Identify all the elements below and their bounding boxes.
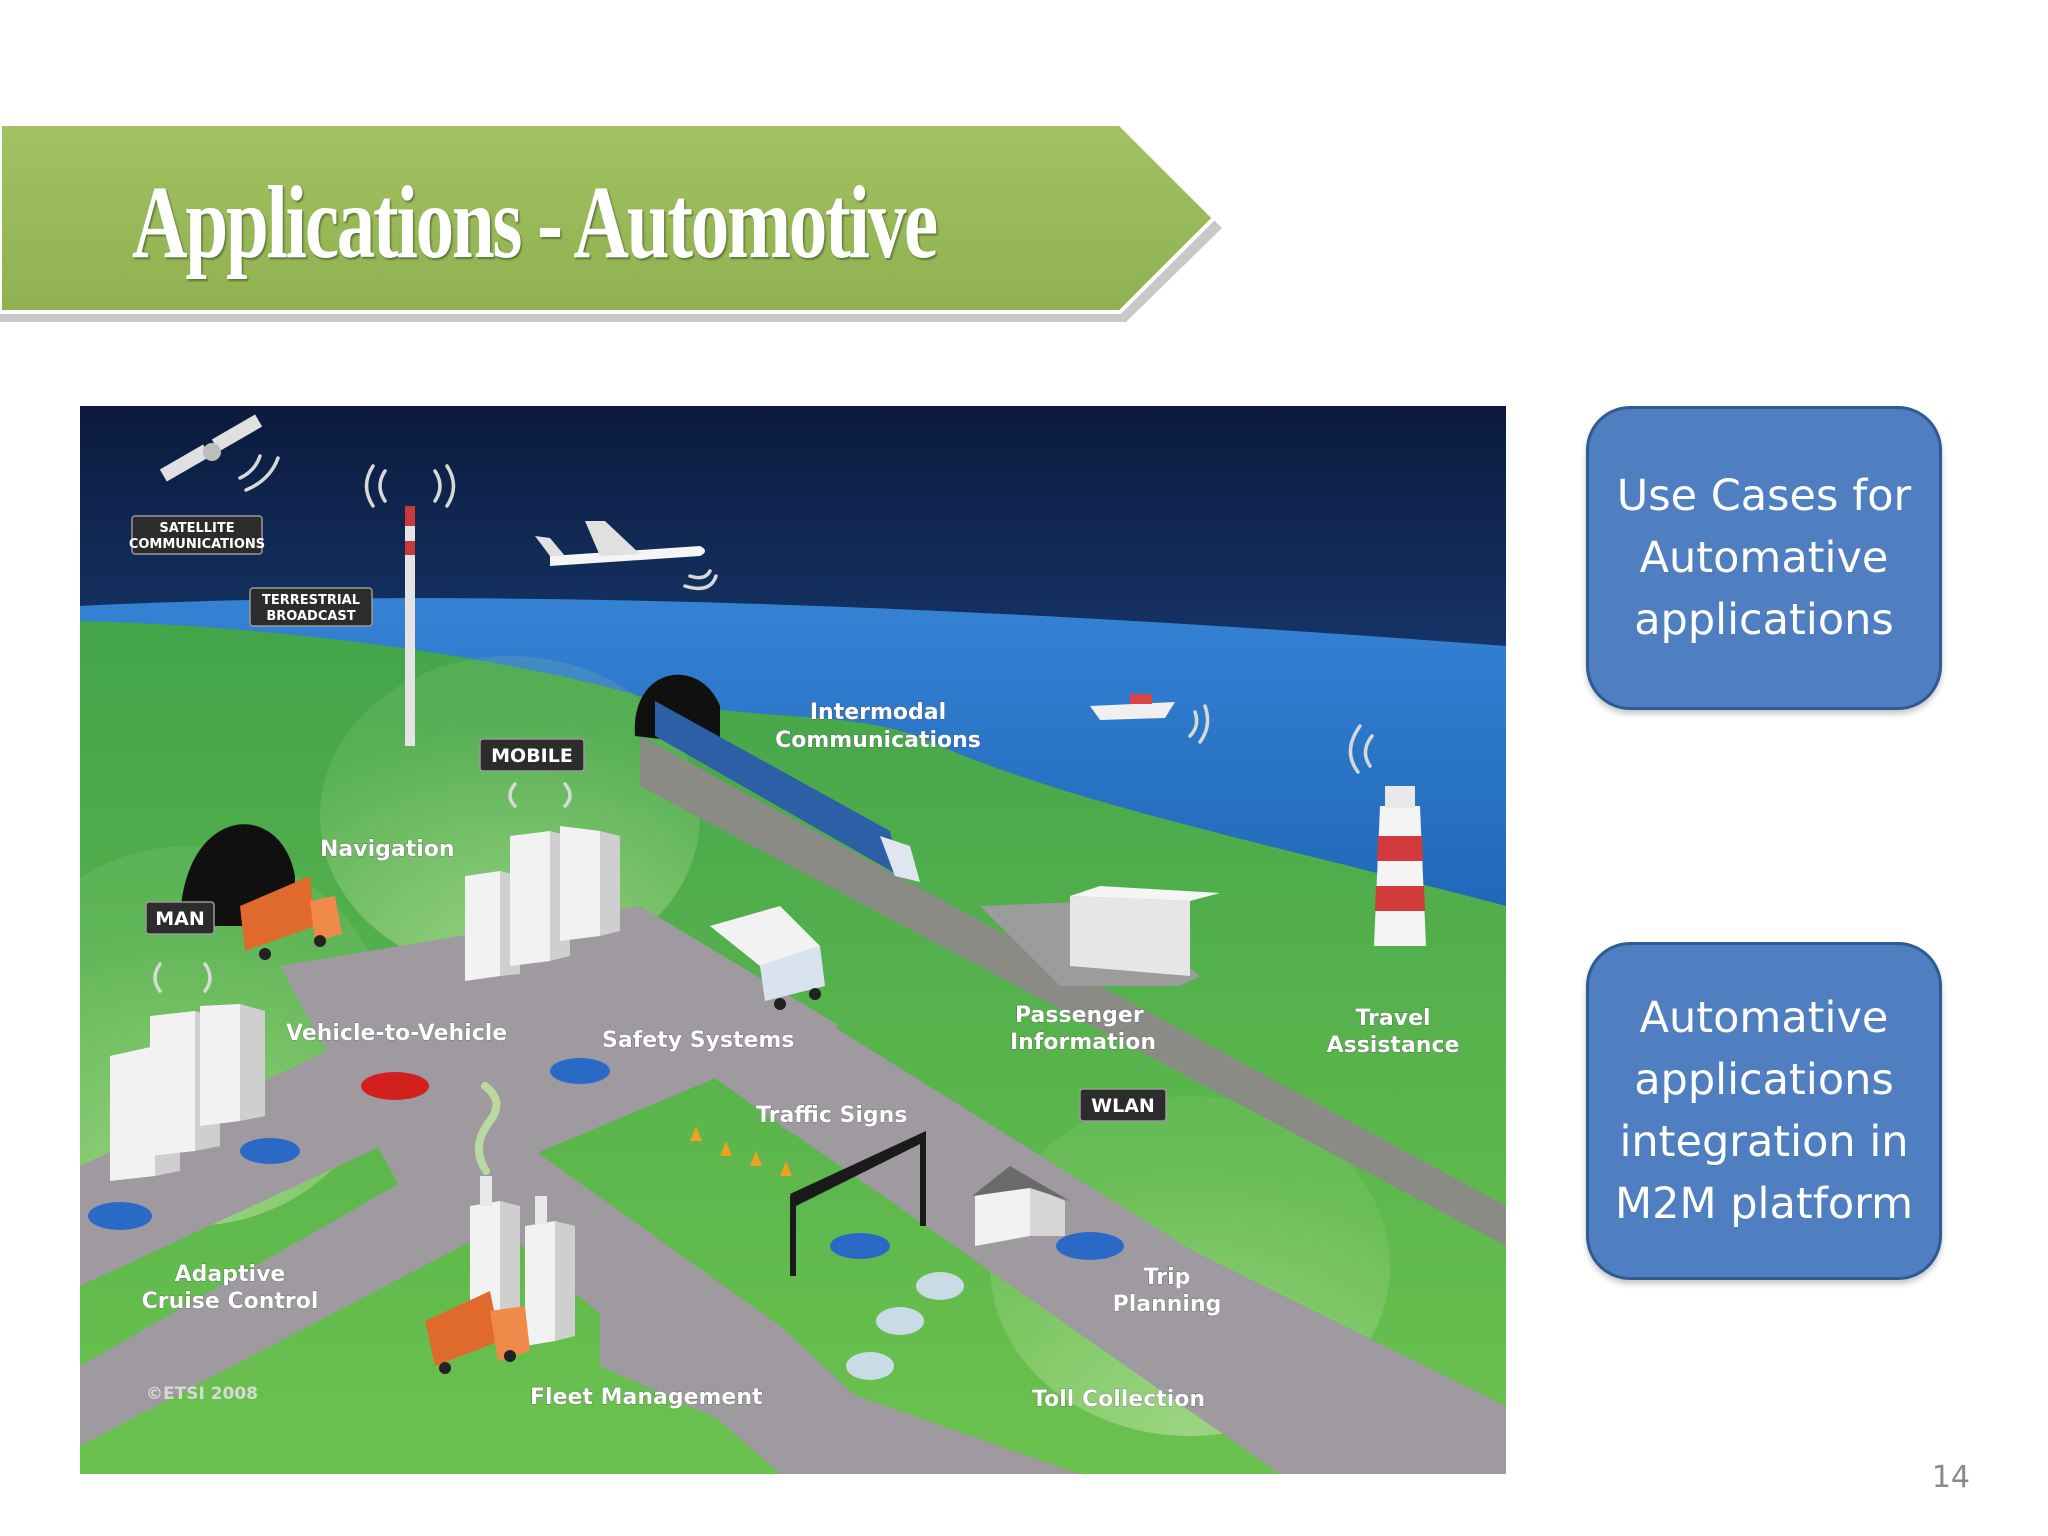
- label-passenger-information-1: Passenger: [1015, 1003, 1144, 1028]
- label-navigation: Navigation: [320, 837, 455, 862]
- toll-gantry: [790, 1131, 926, 1276]
- label-safety-systems: Safety Systems: [602, 1028, 794, 1053]
- office-buildings-center: [465, 782, 620, 981]
- use-cases-box-text: Use Cases for Automative applications: [1616, 471, 1912, 645]
- satellite-icon: [159, 414, 280, 492]
- label-intermodal-1: Intermodal: [810, 700, 946, 725]
- road-right: [780, 1046, 1506, 1474]
- label-travel-assistance-1: Travel: [1355, 1006, 1430, 1031]
- title-banner: [0, 122, 1222, 322]
- tag-mobile: MOBILE: [479, 738, 585, 772]
- label-travel-assistance-2: Assistance: [1327, 1033, 1460, 1058]
- integration-box-text: Automative applications integration in M…: [1615, 993, 1913, 1229]
- banner-shape: [0, 122, 1217, 314]
- railway: [640, 736, 1506, 1246]
- svg-text:SATELLITE: SATELLITE: [159, 521, 234, 536]
- label-vehicle-to-vehicle: Vehicle-to-Vehicle: [286, 1021, 507, 1046]
- use-cases-box: Use Cases for Automative applications: [1586, 406, 1942, 710]
- office-buildings-left: [110, 962, 265, 1181]
- road-diagonal-1: [280, 906, 840, 1206]
- page-number: 14: [1931, 1460, 1970, 1495]
- svg-text:MAN: MAN: [155, 908, 205, 930]
- train: [655, 701, 900, 876]
- toll-booths: [846, 1272, 964, 1380]
- svg-text:COMMUNICATIONS: COMMUNICATIONS: [129, 537, 265, 552]
- label-traffic-signs: Traffic Signs: [756, 1103, 907, 1128]
- copyright-text: ©ETSI 2008: [146, 1384, 258, 1404]
- slide-title: Applications - Automotive: [132, 165, 938, 280]
- label-passenger-information-2: Information: [1010, 1030, 1156, 1055]
- svg-text:TERRESTRIAL: TERRESTRIAL: [262, 593, 360, 608]
- road-bottom: [600, 1306, 1080, 1474]
- tag-satellite: SATELLITE COMMUNICATIONS: [129, 515, 265, 555]
- cars: [88, 1058, 1124, 1260]
- tag-wlan: WLAN: [1079, 1088, 1167, 1122]
- svg-text:MOBILE: MOBILE: [491, 745, 573, 767]
- svg-text:WLAN: WLAN: [1091, 1095, 1155, 1117]
- train-front: [880, 836, 920, 882]
- integration-box: Automative applications integration in M…: [1586, 942, 1942, 1280]
- house-icon: [972, 1166, 1070, 1246]
- truck-top-icon: [240, 876, 342, 960]
- label-adaptive-cruise-control-1: Adaptive: [175, 1262, 286, 1287]
- label-trip-planning-2: Planning: [1113, 1292, 1222, 1317]
- airplane-icon: [535, 521, 718, 591]
- automotive-illustration: SATELLITE COMMUNICATIONS TERRESTRIAL BRO…: [80, 406, 1506, 1474]
- label-trip-planning-1: Trip: [1144, 1265, 1191, 1290]
- label-adaptive-cruise-control-2: Cruise Control: [142, 1289, 319, 1314]
- label-intermodal-2: Communications: [775, 728, 981, 753]
- label-fleet-management: Fleet Management: [530, 1385, 763, 1410]
- broadcast-tower-icon: [364, 464, 456, 746]
- bus-icon: [710, 906, 825, 1010]
- lighthouse-icon: [1348, 724, 1426, 946]
- traffic-cones: [690, 1126, 792, 1176]
- ship-icon: [1090, 694, 1210, 744]
- factory-icon: [470, 1082, 575, 1346]
- label-toll-collection: Toll Collection: [1032, 1387, 1205, 1412]
- truck-bottom-icon: [425, 1291, 530, 1374]
- station-platform: [980, 886, 1220, 986]
- tag-terrestrial: TERRESTRIAL BROADCAST: [249, 587, 373, 627]
- tag-man: MAN: [145, 901, 215, 935]
- svg-text:BROADCAST: BROADCAST: [266, 609, 355, 624]
